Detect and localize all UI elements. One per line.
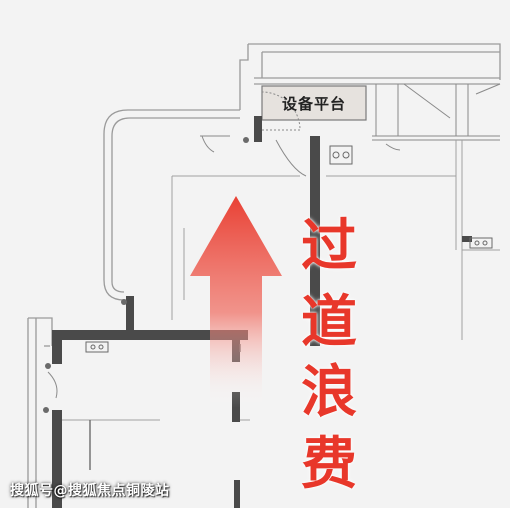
annotation-char: 道 bbox=[301, 290, 357, 355]
annotation-char: 过 bbox=[301, 214, 357, 279]
marker-dot bbox=[45, 363, 51, 369]
stove-icon bbox=[329, 145, 353, 165]
equipment-platform bbox=[261, 85, 367, 121]
outer-wall-outline bbox=[27, 43, 501, 508]
sink-icon bbox=[85, 237, 493, 353]
window-frames bbox=[372, 83, 501, 141]
upward-arrow bbox=[190, 196, 282, 408]
marker-dot bbox=[243, 137, 249, 143]
annotation-char: 费 bbox=[301, 432, 357, 497]
marker-dot bbox=[121, 299, 127, 305]
equipment-platform-label: 设备平台 bbox=[281, 94, 346, 113]
marker-dot bbox=[43, 407, 49, 413]
door-swing-icon bbox=[47, 91, 401, 399]
watermark: 搜狐号@搜狐焦点铜陵站 bbox=[10, 483, 170, 499]
annotation-char: 浪 bbox=[301, 360, 357, 425]
interior-outline bbox=[60, 140, 500, 421]
